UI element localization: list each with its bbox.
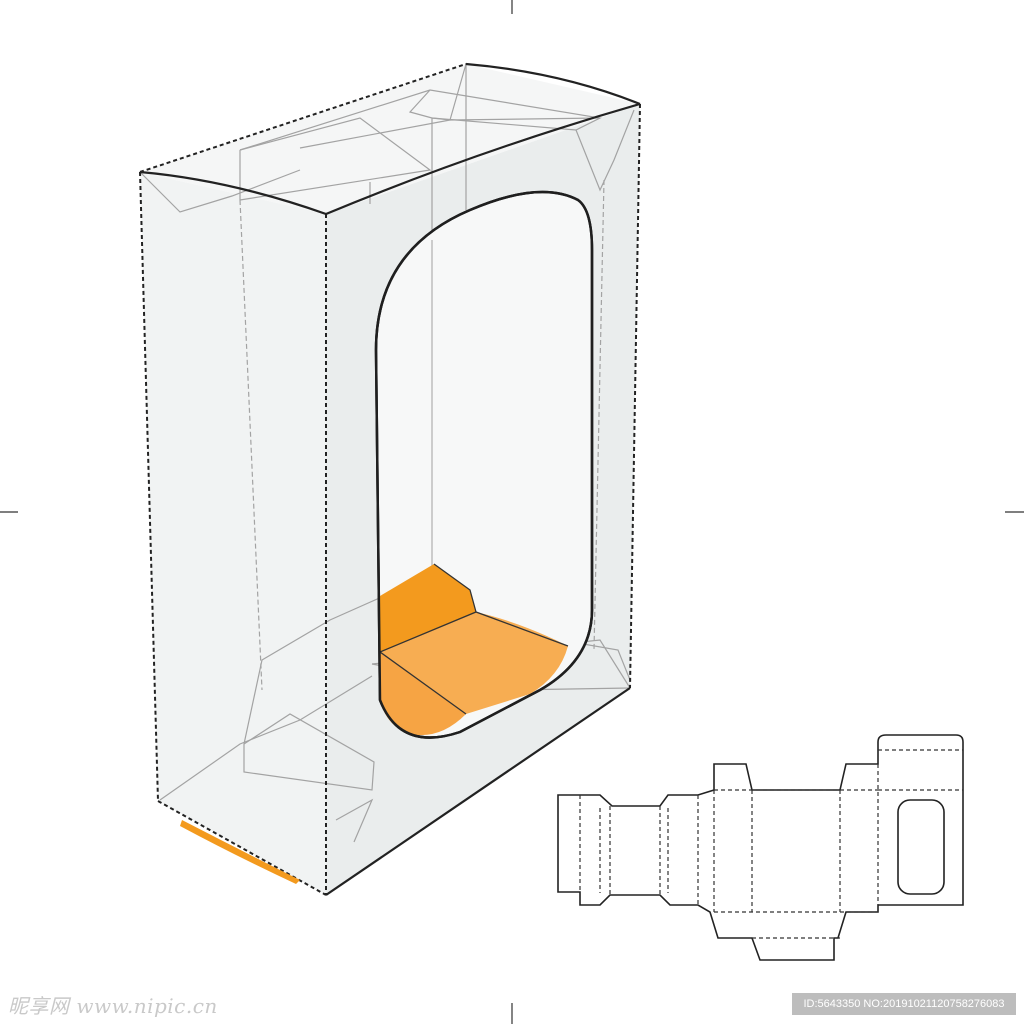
carton-box-3d <box>139 62 641 896</box>
watermark-id-right: ID:5643350 NO:20191021120758276083 <box>792 993 1016 1015</box>
box-top-panel <box>140 64 640 214</box>
tray-back-wall <box>380 564 476 652</box>
tray-front-lip <box>380 652 466 736</box>
box-fold-edges <box>139 63 641 896</box>
dieline-cut-outline <box>557 734 964 961</box>
box-bottom-orange-edge <box>180 820 300 884</box>
dieline-fold-lines <box>579 749 963 939</box>
tray-floor <box>380 612 568 714</box>
box-left-panel <box>140 172 326 895</box>
box-solid-edges <box>139 62 641 896</box>
carton-dieline <box>557 734 964 961</box>
dieline-window <box>897 799 945 895</box>
watermark-site-left: 昵享网 www.nipic.cn <box>8 994 218 1018</box>
orange-tray <box>379 563 569 736</box>
